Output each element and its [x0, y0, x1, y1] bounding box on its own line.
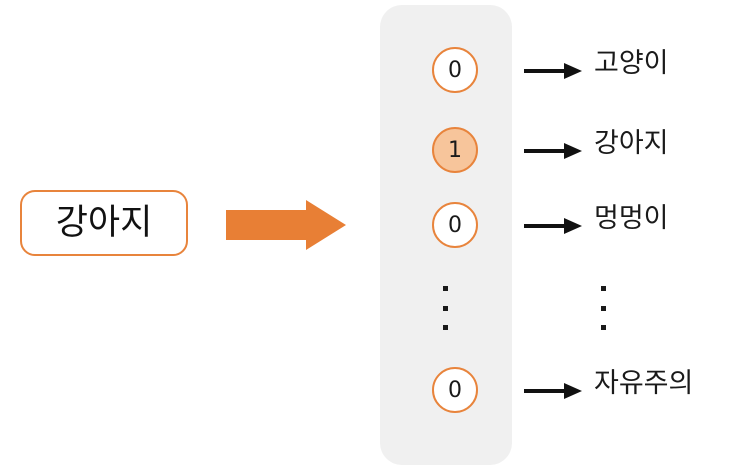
right-arrow-icon [524, 380, 582, 402]
dot [442, 305, 448, 311]
dot [600, 286, 606, 291]
vector-cell-value: 0 [448, 57, 462, 83]
input-token-box: 강아지 [20, 190, 188, 256]
dot [600, 325, 606, 330]
right-arrow-icon [524, 60, 582, 82]
vector-ellipsis-icon [440, 286, 450, 330]
vector-cell: 0 [432, 367, 478, 413]
vector-cell-value: 1 [448, 137, 462, 163]
vocab-word-label: 멍멍이 [594, 203, 669, 234]
vocab-word-label: 자유주의 [594, 368, 694, 399]
vector-cell-value: 0 [448, 377, 462, 403]
labels-ellipsis-icon [598, 286, 608, 330]
dot [442, 286, 448, 291]
block-right-arrow-icon [226, 200, 346, 250]
input-token-label: 강아지 [55, 202, 153, 243]
vector-cell-value: 0 [448, 212, 462, 238]
vector-cell-highlighted: 1 [432, 127, 478, 173]
vector-cell: 0 [432, 47, 478, 93]
right-arrow-icon [524, 140, 582, 162]
dot [442, 325, 448, 330]
vector-cell: 0 [432, 202, 478, 248]
vocab-word-label: 강아지 [594, 128, 669, 159]
dot [600, 305, 606, 311]
vocab-word-label: 고양이 [594, 48, 669, 79]
right-arrow-icon [524, 215, 582, 237]
